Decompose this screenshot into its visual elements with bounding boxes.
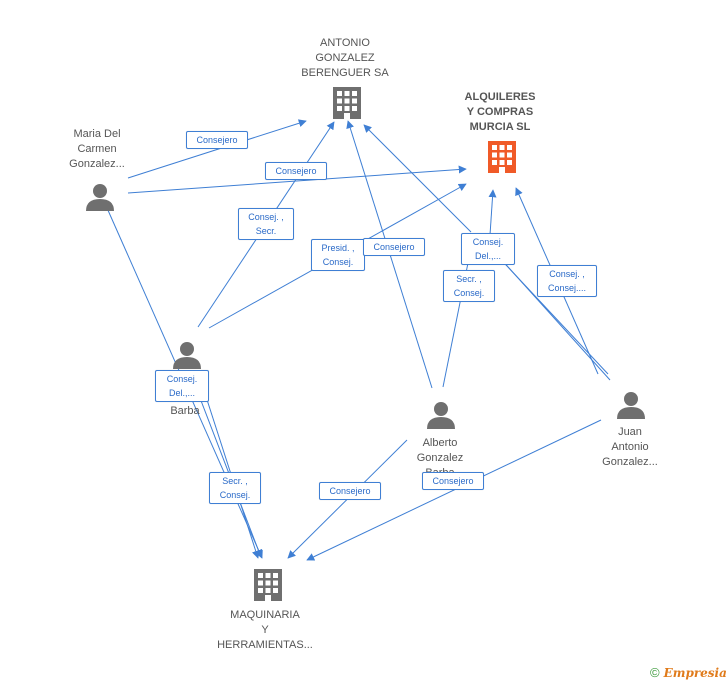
edge-label[interactable]: Consejero <box>319 482 381 500</box>
edge-line <box>199 377 260 559</box>
node-label-alberto-gonzalez[interactable]: Alberto Gonzalez Barba <box>416 437 464 472</box>
edge-label[interactable]: Secr. , Consej. <box>209 472 261 504</box>
edge-line <box>488 189 497 236</box>
person-icon[interactable] <box>86 184 114 211</box>
edge-label[interactable]: Consej. , Secr. <box>238 208 294 240</box>
building-icon[interactable] <box>254 569 282 601</box>
node-label-alquileres-compras-murcia[interactable]: ALQUILERES Y COMPRAS MURCIA SL <box>464 91 536 133</box>
edge-label[interactable]: Presid. , Consej. <box>311 239 365 271</box>
brand-name: Empresia <box>663 666 727 680</box>
edge-label[interactable]: Secr. , Consej. <box>443 270 495 302</box>
building-icon[interactable] <box>333 87 361 119</box>
edge-label[interactable]: Consej. , Consej.... <box>537 265 597 297</box>
brand-watermark: ©Empresia <box>650 665 727 680</box>
edge-label[interactable]: Consejero <box>363 238 425 256</box>
person-icon[interactable] <box>173 342 201 369</box>
node-label-barba[interactable]: Barba <box>170 405 200 417</box>
edge-label[interactable]: Consej. Del.,... <box>155 370 209 402</box>
person-icon[interactable] <box>617 392 645 419</box>
edge-line <box>306 419 602 561</box>
edge-line <box>363 124 472 233</box>
node-label-maquinaria-herramientas[interactable]: MAQUINARIA Y HERRAMIENTAS... <box>217 609 313 651</box>
node-label-maria-del-carmen[interactable]: Maria Del Carmen Gonzalez... <box>69 128 125 170</box>
building-icon[interactable] <box>488 141 516 173</box>
edge-line <box>127 119 307 179</box>
edge-line <box>189 371 263 558</box>
edge-line <box>127 165 467 194</box>
node-label-juan-antonio[interactable]: Juan Antonio Gonzalez... <box>602 426 658 468</box>
edge-label[interactable]: Consejero <box>265 162 327 180</box>
edge-label[interactable]: Consejero <box>186 131 248 149</box>
person-icon[interactable] <box>427 402 455 429</box>
edge-line <box>491 249 609 375</box>
edge-label[interactable]: Consej. Del.,... <box>461 233 515 265</box>
edge-label[interactable]: Consejero <box>422 472 484 490</box>
node-label-antonio-gonzalez-berenguer[interactable]: ANTONIO GONZALEZ BERENGUER SA <box>301 37 389 79</box>
copyright-icon: © <box>650 665 660 680</box>
